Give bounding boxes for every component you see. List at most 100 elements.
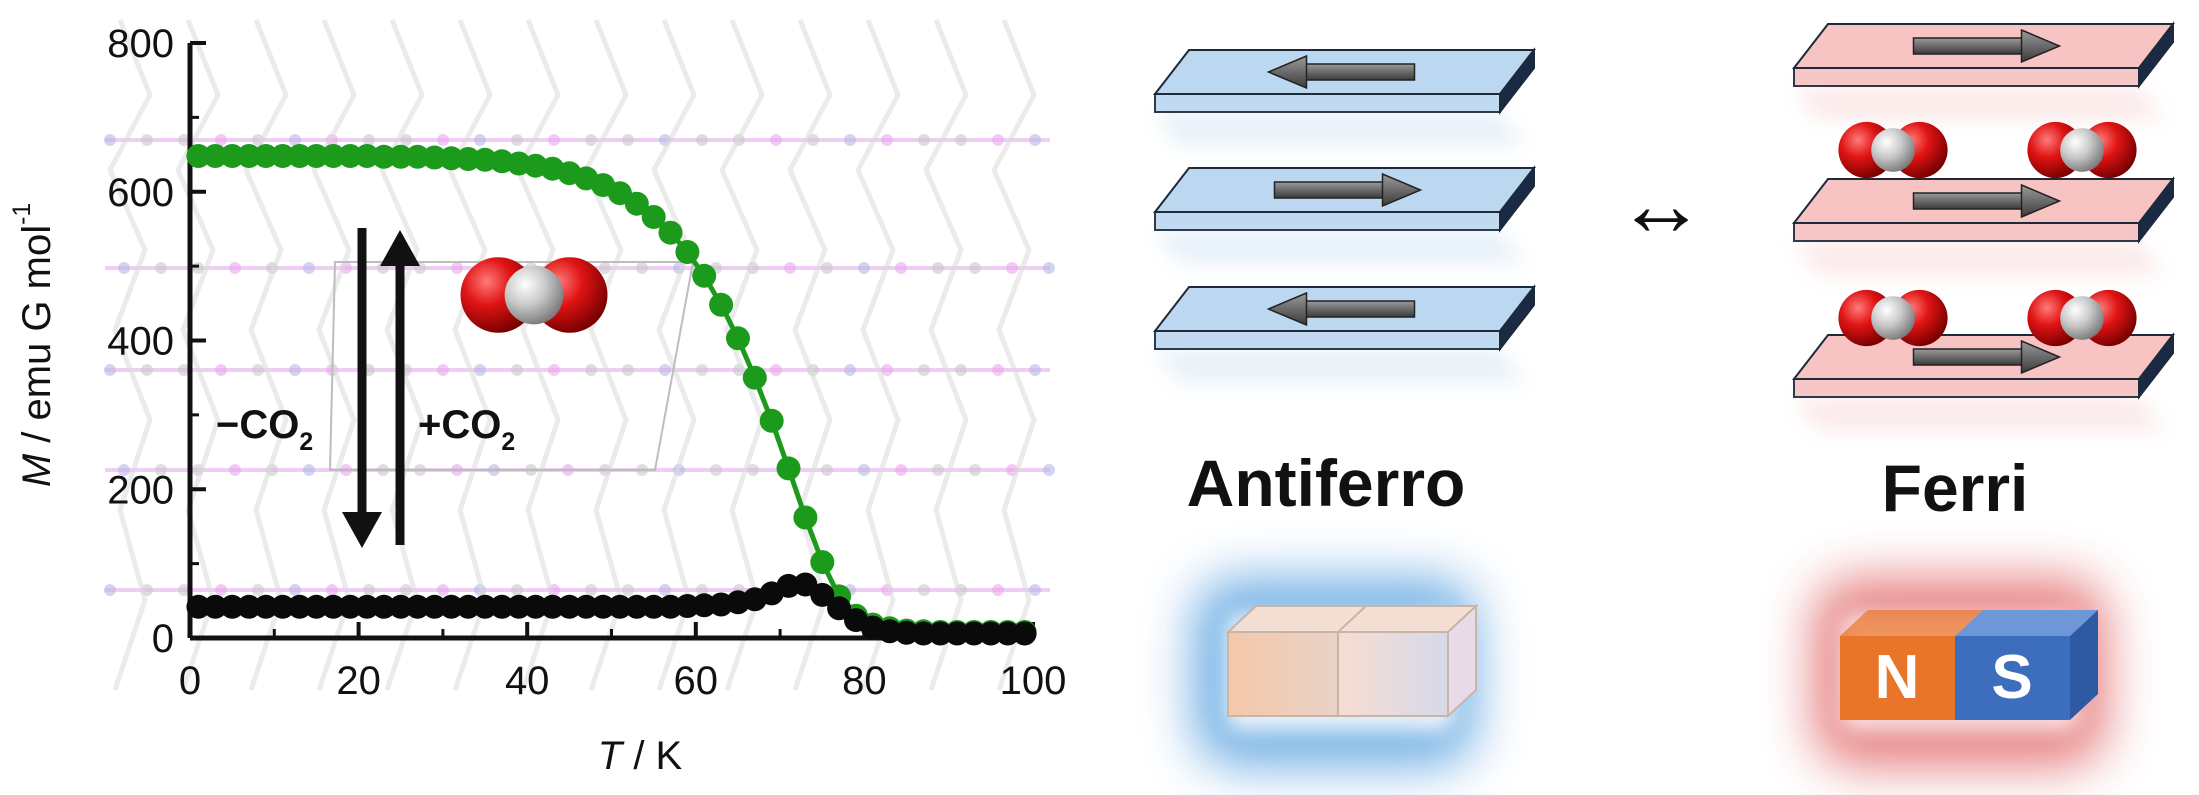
data-point [574, 594, 599, 619]
data-point [253, 144, 278, 168]
transition-double-arrow: ↔ [1616, 155, 1706, 255]
data-point [641, 594, 666, 619]
antiferro-layer-stack [1152, 47, 1537, 383]
data-point [287, 594, 312, 619]
layer-slab [1152, 165, 1537, 264]
x-tick-label: 20 [336, 659, 381, 703]
data-point [253, 594, 278, 619]
data-point [405, 144, 430, 169]
co2-adsorption-arrow [380, 230, 420, 545]
data-point [540, 594, 565, 619]
data-point [995, 621, 1020, 646]
data-point [287, 144, 312, 168]
magnet-south-pole [1955, 636, 2070, 720]
y-tick-label: 400 [107, 320, 174, 364]
data-point [523, 594, 548, 619]
data-point [709, 292, 734, 317]
data-point [186, 144, 211, 168]
data-point [962, 621, 986, 646]
ferri-label: Ferri [1882, 451, 2029, 525]
co2-remove-label: −CO2 [216, 403, 313, 456]
data-point [203, 594, 228, 619]
data-point [978, 621, 1003, 646]
data-point [338, 594, 363, 619]
data-point [658, 220, 683, 245]
data-point [675, 594, 700, 618]
data-point [220, 594, 245, 619]
y-axis-label: M / emu G mol-1 [9, 203, 59, 487]
data-point [321, 144, 346, 168]
x-tick-label: 40 [505, 659, 550, 703]
data-point [304, 144, 329, 168]
crystal-structure-background [104, 19, 1055, 691]
spin-left-arrow-icon [1266, 54, 1416, 90]
y-tick-label: 0 [152, 617, 174, 661]
plot-axes [187, 43, 1033, 641]
data-point [793, 505, 818, 530]
data-point [658, 594, 683, 619]
data-point [203, 144, 228, 168]
data-point [742, 365, 767, 390]
data-point [388, 594, 413, 619]
layer-slab [1791, 176, 2176, 275]
series-1 [186, 572, 1037, 646]
data-point [810, 550, 835, 575]
layer-slab [1791, 21, 2176, 120]
data-point [422, 594, 447, 619]
data-point [338, 144, 363, 168]
data-series [186, 144, 1037, 646]
data-point [776, 456, 801, 481]
x-tick-label: 80 [842, 659, 887, 703]
data-point [726, 326, 750, 351]
layer-slab [1152, 47, 1537, 146]
x-axis-label: T / K [598, 734, 683, 778]
data-point [624, 191, 649, 216]
data-point [439, 146, 464, 171]
data-point [624, 594, 649, 619]
co2-add-label: +CO2 [418, 403, 515, 456]
data-point [827, 596, 852, 621]
data-point [371, 594, 396, 619]
co2-molecule [2027, 121, 2137, 179]
co2-molecule [2027, 289, 2137, 347]
layer-slab [1152, 284, 1537, 383]
data-point [405, 594, 430, 619]
data-point [641, 205, 666, 229]
co2-molecules [460, 121, 2137, 347]
y-tick-label: 200 [107, 468, 174, 512]
data-point [506, 594, 531, 619]
bar-magnet: N S [1815, 580, 2105, 765]
data-point [304, 594, 329, 619]
data-point [928, 621, 953, 646]
data-point [894, 620, 919, 645]
data-point [355, 144, 379, 168]
data-point [810, 582, 835, 607]
data-point [321, 594, 346, 619]
data-point [270, 144, 295, 168]
data-point [692, 593, 717, 618]
data-point [759, 408, 784, 433]
data-point [489, 594, 514, 619]
magnet-north-label: N [1875, 643, 1920, 712]
data-point [557, 594, 582, 619]
co2-molecule [1838, 289, 1948, 347]
spin-right-arrow-icon [1273, 172, 1423, 208]
data-point [439, 594, 464, 619]
y-tick-label: 800 [107, 22, 174, 66]
data-point [371, 144, 396, 169]
data-point [355, 594, 379, 619]
ferri-layer-stack [1791, 21, 2176, 431]
x-tick-label: 100 [1000, 659, 1067, 703]
data-point [456, 594, 481, 619]
co2-molecule [460, 257, 608, 333]
spin-right-arrow-icon [1912, 28, 2062, 64]
co2-desorption-arrow [342, 228, 382, 548]
data-point [220, 144, 245, 168]
antiferro-label: Antiferro [1187, 446, 1466, 520]
data-point [1012, 621, 1037, 646]
data-point [237, 594, 261, 619]
